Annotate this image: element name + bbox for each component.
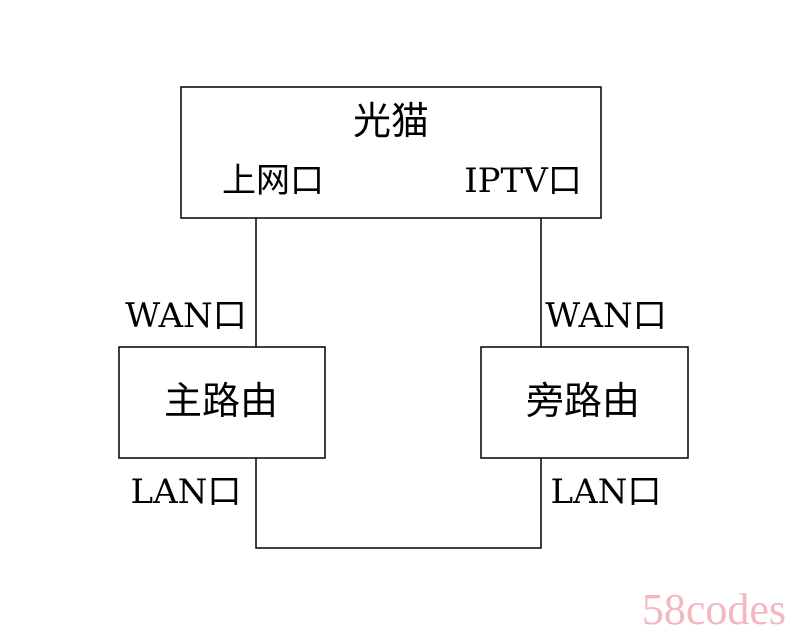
modem-title: 光猫 (353, 99, 429, 143)
watermark-text: 58codes (642, 585, 786, 634)
wire-lan-to-lan (255, 458, 542, 549)
side-router-wan-label: WAN口 (545, 296, 667, 336)
modem-box (180, 86, 602, 219)
main-router-node: 主路由 (118, 346, 326, 459)
side-router-title: 旁路由 (526, 379, 640, 423)
side-router-box (480, 346, 689, 459)
modem-port-iptv: IPTV口 (464, 161, 582, 201)
side-router-lan-label: LAN口 (551, 472, 662, 512)
main-router-box (118, 346, 326, 459)
main-router-title: 主路由 (164, 379, 278, 423)
modem-port-internet: 上网口 (222, 161, 324, 201)
main-router-wan-label: WAN口 (125, 296, 247, 336)
main-router-lan-label: LAN口 (131, 472, 242, 512)
modem-node: 光猫 上网口 IPTV口 (180, 86, 602, 219)
side-router-node: 旁路由 (480, 346, 689, 459)
